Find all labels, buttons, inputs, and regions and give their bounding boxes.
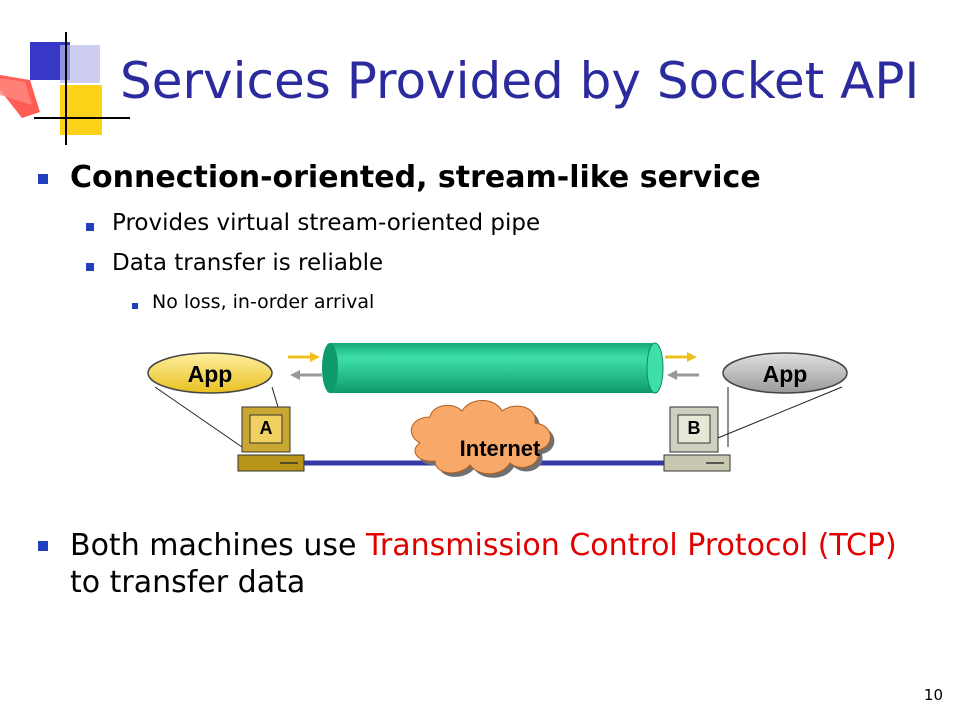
arrow-icon (665, 352, 699, 380)
host-a-computer-icon (237, 406, 305, 472)
bullet-tcp-suffix: to transfer data (70, 565, 306, 600)
internet-label: Internet (460, 436, 541, 461)
host-a-label: A (260, 418, 273, 438)
app-left-label: App (188, 361, 233, 387)
host-b-label: B (688, 418, 701, 438)
app-right (722, 352, 848, 394)
bullet-connection-oriented: Connection-oriented, stream-like service (70, 160, 761, 195)
host-b-computer-icon (663, 406, 731, 472)
app-left (147, 352, 273, 394)
virtual-pipe (322, 342, 664, 394)
slide-title: Services Provided by Socket API (120, 52, 920, 110)
corner-decoration (0, 32, 130, 145)
bullet-tcp: Both machines use Transmission Control P… (70, 527, 930, 601)
bullet-tcp-prefix: Both machines use (70, 528, 366, 563)
socket-diagram: App App A B Internet (147, 342, 848, 478)
sub-bullet-marker (86, 263, 94, 271)
bullet-marker (38, 541, 48, 551)
sub-bullet-marker (86, 223, 94, 231)
app-right-label: App (763, 361, 808, 387)
arrow-icon (288, 352, 322, 380)
tcp-highlight: Transmission Control Protocol (TCP) (365, 528, 897, 563)
sub-sub-bullet-no-loss: No loss, in-order arrival (152, 291, 375, 313)
sub-bullet-virtual-pipe: Provides virtual stream-oriented pipe (112, 210, 541, 236)
slide-number: 10 (923, 686, 943, 704)
sub-sub-bullet-marker (132, 303, 138, 309)
sub-bullet-reliable: Data transfer is reliable (112, 250, 384, 276)
internet-cloud-icon (410, 400, 555, 478)
bullet-marker (38, 174, 48, 184)
